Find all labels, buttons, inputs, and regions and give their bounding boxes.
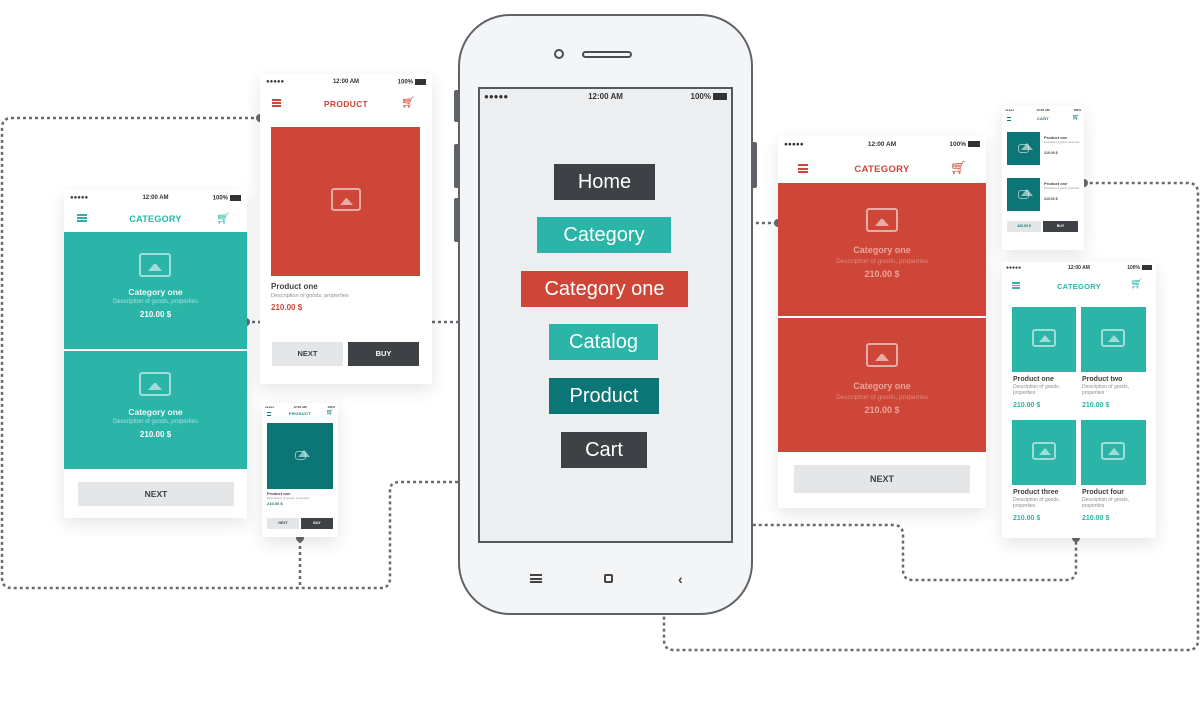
next-button[interactable]: NEXT xyxy=(272,342,343,366)
menu-catalog-button[interactable]: Catalog xyxy=(549,324,658,360)
image-placeholder-icon xyxy=(1018,143,1034,153)
cart-icon[interactable]: 🛒︎ xyxy=(216,213,230,225)
image-placeholder-icon xyxy=(295,450,311,460)
menu-category-button[interactable]: Category xyxy=(537,217,671,253)
image-placeholder-icon xyxy=(139,372,171,396)
product-price: 210.00 $ xyxy=(271,303,303,312)
category-tile[interactable]: Category one Description of goods, prope… xyxy=(778,318,986,452)
product-name: Product one xyxy=(271,282,318,291)
right-category-screen: ●●●●● 12:00 AM 100% CATEGORY 🛒︎ Category… xyxy=(778,136,986,508)
buy-button[interactable]: BUY xyxy=(1043,221,1078,232)
cart-total: 420.00 $ xyxy=(1007,221,1041,232)
product-thumbnail xyxy=(1081,307,1146,372)
product-thumbnail xyxy=(1012,307,1076,372)
status-bar: ●●●●● 12:00 AM 100% xyxy=(1002,265,1156,272)
menu-icon[interactable] xyxy=(530,574,542,583)
status-bar: ●●●●● 12:00 AM 100% xyxy=(480,92,731,102)
cart-icon[interactable]: 🛒︎ xyxy=(1072,115,1080,121)
cart-screen: ●●●●● 12:00 AM 100% CART 🛒︎ Product one … xyxy=(1002,106,1084,250)
cart-icon[interactable]: 🛒︎ xyxy=(950,160,967,175)
screen-title: CART xyxy=(1036,116,1050,121)
image-placeholder-icon xyxy=(866,208,898,232)
product-thumbnail xyxy=(1012,420,1076,485)
product-card[interactable]: Product three Description of goods, prop… xyxy=(1012,420,1077,530)
menu-cart-button[interactable]: Cart xyxy=(561,432,647,468)
image-placeholder-icon xyxy=(866,343,898,367)
image-placeholder-icon xyxy=(1101,329,1125,347)
status-bar: ●●●●● 12:00 AM 100% xyxy=(778,141,986,149)
status-bar: ●●●●● 12:00 AM 100% xyxy=(1005,108,1081,112)
product-thumbnail xyxy=(1007,178,1040,211)
buy-button[interactable]: BUY xyxy=(301,518,333,529)
product-screen: ●●●●● 12:00 AM 100% PRODUCT 🛒︎ Product o… xyxy=(260,74,432,384)
status-bar: ●●●●● 12:00 AM 100% xyxy=(64,195,247,203)
cart-item[interactable]: Product one Description of goods, proper… xyxy=(1007,178,1081,211)
product-card[interactable]: Product one Description of goods, proper… xyxy=(1012,307,1077,417)
product-thumbnail xyxy=(1081,420,1146,485)
mini-product-screen: ●●●●● 12:00 AM 100% PRODUCT 🛒︎ Product o… xyxy=(262,403,338,537)
volume-key xyxy=(454,144,460,188)
product-description: Description of goods, properties xyxy=(267,496,310,500)
camera-icon xyxy=(554,49,564,59)
next-button[interactable]: NEXT xyxy=(794,465,970,493)
screen-title: PRODUCT xyxy=(289,411,311,416)
next-button[interactable]: NEXT xyxy=(78,482,234,506)
cart-item[interactable]: Product one Description of goods, proper… xyxy=(1007,132,1081,165)
back-icon[interactable]: ‹ xyxy=(678,571,683,587)
home-square-icon[interactable] xyxy=(604,574,613,583)
product-image xyxy=(271,127,420,276)
next-button[interactable]: NEXT xyxy=(267,518,299,529)
image-placeholder-icon xyxy=(1032,442,1056,460)
image-placeholder-icon xyxy=(331,188,361,211)
buy-button[interactable]: BUY xyxy=(348,342,419,366)
screen-title: CATEGORY xyxy=(854,164,910,175)
nav-bar: ‹ xyxy=(460,572,751,586)
cart-icon[interactable]: 🛒︎ xyxy=(401,97,415,109)
product-card[interactable]: Product two Description of goods, proper… xyxy=(1081,307,1146,417)
image-placeholder-icon xyxy=(1032,329,1056,347)
product-image xyxy=(267,423,333,489)
screen-title: CATEGORY xyxy=(129,214,182,224)
status-bar: ●●●●● 12:00 AM 100% xyxy=(265,405,335,409)
volume-key xyxy=(454,198,460,242)
category-tile[interactable]: Category one Description of goods, prope… xyxy=(64,351,247,469)
screen-title: CATEGORY xyxy=(1056,282,1102,291)
product-name: Product one xyxy=(267,491,291,496)
menu-category-one-button[interactable]: Category one xyxy=(521,271,688,307)
screen-title: PRODUCT xyxy=(323,99,369,109)
image-placeholder-icon xyxy=(1101,442,1125,460)
image-placeholder-icon xyxy=(1018,189,1034,199)
category-tile[interactable]: Category one Description of goods, prope… xyxy=(778,183,986,316)
hamburger-icon[interactable] xyxy=(798,164,808,173)
status-bar: ●●●●● 12:00 AM 100% xyxy=(260,79,432,87)
menu-product-button[interactable]: Product xyxy=(549,378,659,414)
product-card[interactable]: Product four Description of goods, prope… xyxy=(1081,420,1146,530)
hamburger-icon[interactable] xyxy=(77,214,87,222)
power-key xyxy=(751,142,757,188)
cart-icon[interactable]: 🛒︎ xyxy=(326,410,334,416)
product-price: 210.00 $ xyxy=(267,501,283,506)
hamburger-icon[interactable] xyxy=(272,99,281,107)
hamburger-icon[interactable] xyxy=(1007,117,1011,121)
hamburger-icon[interactable] xyxy=(1012,282,1020,289)
product-description: Description of goods, properties xyxy=(271,293,349,299)
speaker-grille xyxy=(582,51,632,58)
product-thumbnail xyxy=(1007,132,1040,165)
main-phone-screen: ●●●●● 12:00 AM 100% xyxy=(478,87,733,543)
catalog-screen: ●●●●● 12:00 AM 100% CATEGORY 🛒︎ Product … xyxy=(1002,262,1156,538)
left-category-screen: ●●●●● 12:00 AM 100% CATEGORY 🛒︎ Category… xyxy=(64,190,247,518)
image-placeholder-icon xyxy=(139,253,171,277)
menu-home-button[interactable]: Home xyxy=(554,164,655,200)
hamburger-icon[interactable] xyxy=(267,412,271,416)
cart-icon[interactable]: 🛒︎ xyxy=(1130,279,1143,290)
category-tile[interactable]: Category one Description of goods, prope… xyxy=(64,232,247,349)
volume-key xyxy=(454,90,460,122)
